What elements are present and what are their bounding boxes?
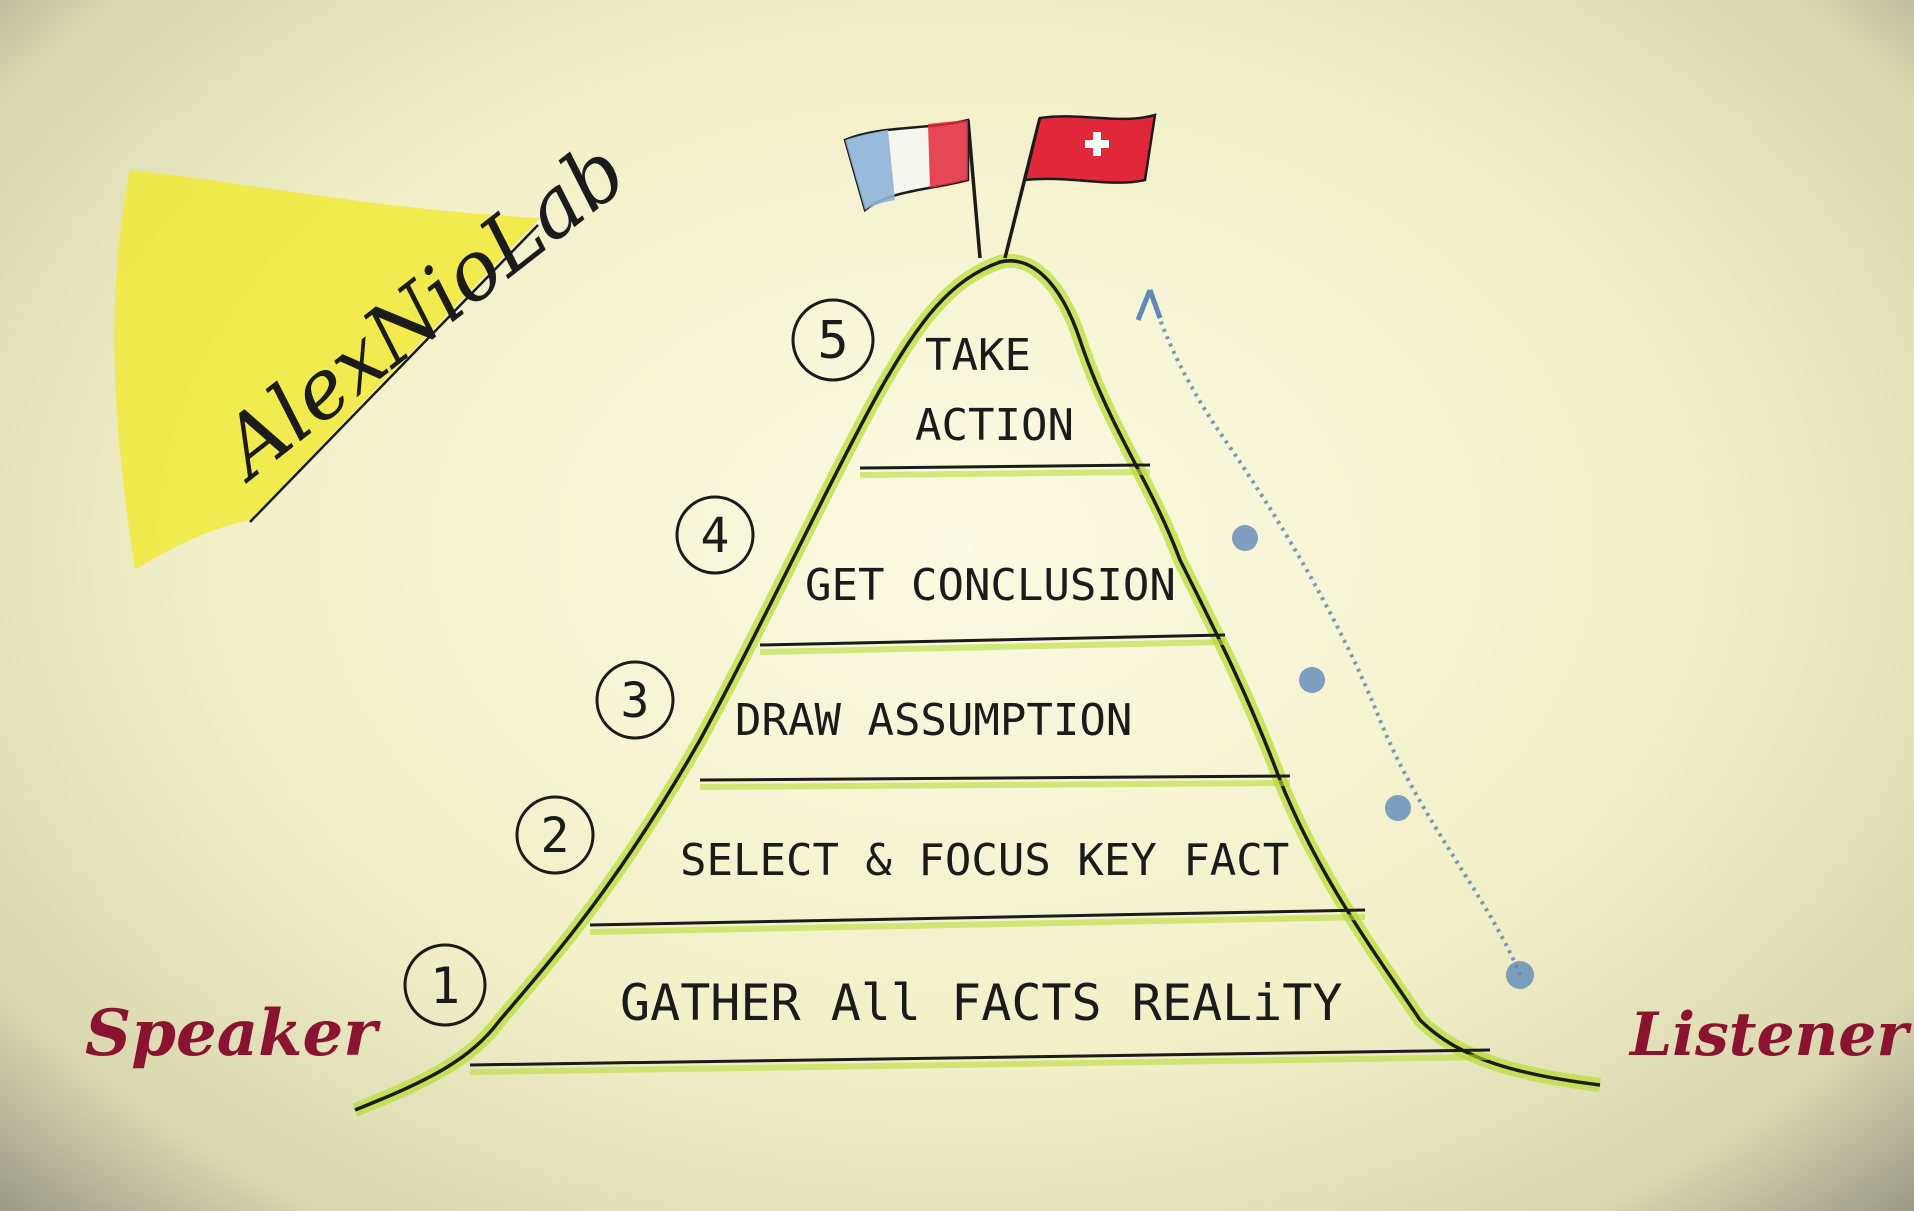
step-5-label-line1: TAKE (925, 330, 1031, 381)
mountain (352, 253, 1601, 1117)
step-2-label: SELECT & FOCUS KEY FACT (680, 835, 1289, 886)
france-flag-icon (843, 118, 982, 259)
step-dividers (469, 463, 1491, 1067)
svg-text:4: 4 (701, 508, 730, 564)
step-labels: GATHER All FACTS REALiTY SELECT & FOCUS … (620, 330, 1342, 1032)
step-4-number: 4 (675, 495, 755, 575)
listener-label: Listener (1628, 1000, 1912, 1070)
speaker-label: Speaker (85, 996, 381, 1071)
step-4-label: GET CONCLUSION (805, 560, 1176, 611)
step-numbers: 1 2 3 4 5 (403, 298, 875, 1027)
step-5-number: 5 (791, 298, 875, 382)
step-1-number: 1 (403, 943, 487, 1027)
svg-text:5: 5 (817, 311, 848, 371)
svg-text:2: 2 (541, 808, 570, 864)
step-2-number: 2 (515, 795, 595, 875)
svg-text:3: 3 (621, 673, 650, 729)
step-1-label: GATHER All FACTS REALiTY (620, 974, 1342, 1032)
step-5-label-line2: ACTION (915, 400, 1074, 451)
up-arrow-icon (1135, 289, 1534, 989)
step-3-label: DRAW ASSUMPTION (735, 695, 1132, 746)
logo-badge: AlexNioLab (114, 123, 644, 570)
switzerland-flag-icon (1003, 113, 1157, 259)
step-3-number: 3 (595, 660, 675, 740)
svg-text:1: 1 (430, 957, 460, 1015)
